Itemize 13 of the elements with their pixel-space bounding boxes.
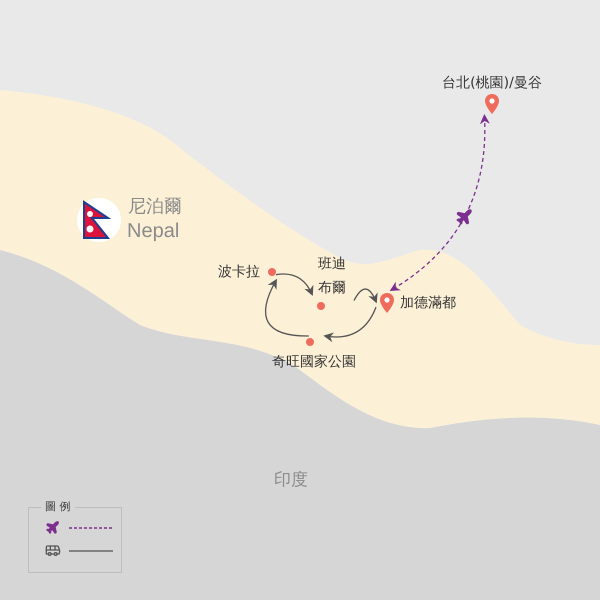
place-name: 奇旺國家公園	[272, 354, 356, 370]
route-arrow	[390, 114, 490, 292]
place-name: 波卡拉	[218, 264, 260, 280]
country-name: 印度	[274, 469, 308, 492]
country-name: 尼泊爾	[128, 195, 182, 219]
route-arrow	[264, 278, 309, 337]
place-name: 班迪布爾	[318, 256, 346, 296]
country-name: Nepal	[127, 219, 180, 244]
route-arrow	[276, 273, 313, 296]
place-name: 加德滿都	[400, 294, 456, 312]
route-arrow	[323, 306, 377, 342]
place-name: 台北(桃園)/曼谷	[442, 74, 542, 92]
route-arrow	[353, 288, 378, 304]
